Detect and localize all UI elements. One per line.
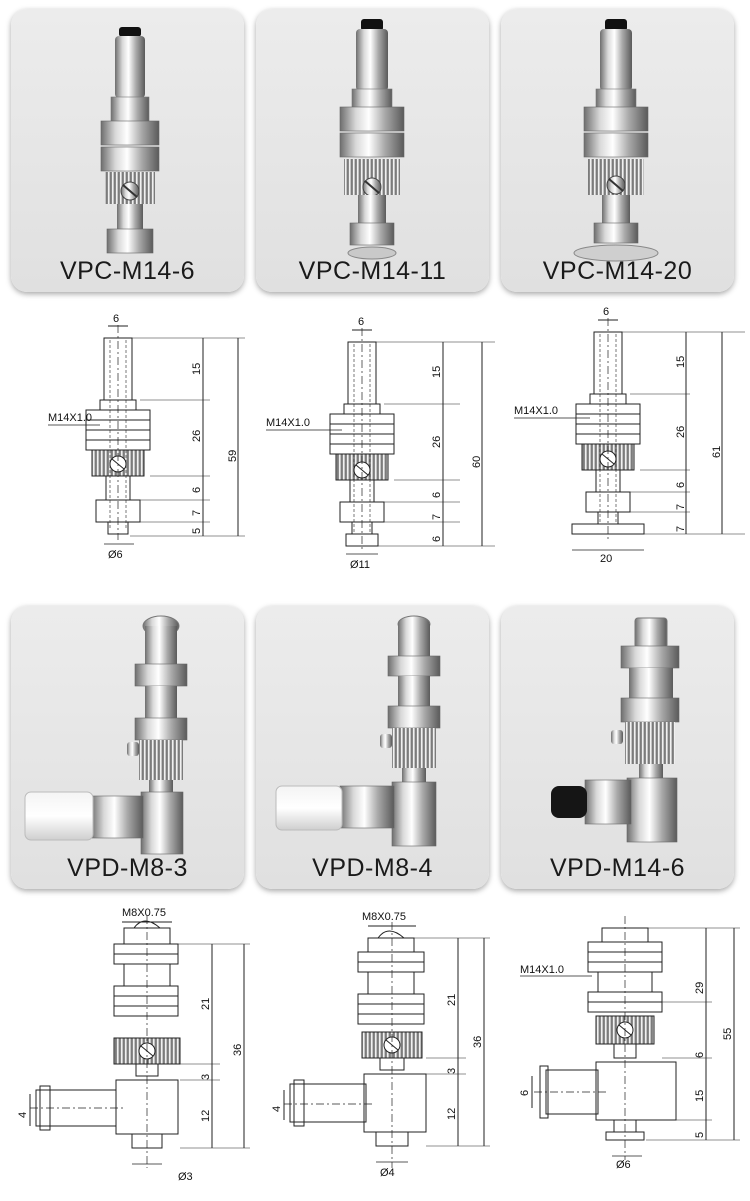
dim-3: 6 [675, 482, 687, 488]
dim-2: 26 [675, 426, 687, 438]
dim-2: 3 [200, 1074, 212, 1080]
dim-side: 6 [519, 1090, 531, 1096]
dim-1: 15 [431, 366, 443, 378]
dim-4: 7 [675, 504, 687, 510]
dim-top: 6 [113, 313, 119, 325]
dimension-drawing-vpc-m14-11: 6 M14X1.0 15 26 6 7 6 60 Ø11 [250, 300, 500, 580]
product-photo [339, 19, 405, 260]
dim-2: 3 [446, 1068, 458, 1074]
dim-bottom: Ø4 [380, 1167, 395, 1179]
thread-spec: M14X1.0 [520, 964, 564, 976]
dim-3: 12 [200, 1110, 212, 1122]
product-name: VPC-M14-6 [59, 257, 196, 285]
thread-spec: M8X0.75 [122, 907, 166, 919]
dim-5: 6 [431, 536, 443, 542]
product-card-vpc-m14-20[interactable]: VPC-M14-20 [501, 9, 734, 292]
product-card-vpd-m14-6[interactable]: VPD-M14-6 [501, 606, 734, 889]
dim-4: 7 [191, 510, 203, 516]
dim-top: 6 [358, 316, 364, 328]
dimension-drawing-vpd-m14-6: M14X1.0 6 29 6 15 5 55 Ø6 [500, 898, 750, 1196]
thread-spec: M14X1.0 [266, 417, 310, 429]
dim-3: 15 [694, 1090, 706, 1102]
dim-total: 60 [471, 456, 483, 468]
product-name: VPD-M8-3 [67, 854, 188, 882]
product-photo [100, 27, 160, 254]
dim-3: 6 [191, 487, 203, 493]
thread-spec: M14X1.0 [48, 412, 92, 424]
product-name: VPC-M14-20 [542, 257, 693, 285]
dim-3: 12 [446, 1108, 458, 1120]
dim-top: 6 [603, 306, 609, 318]
dim-bottom: Ø11 [350, 559, 370, 571]
dim-total: 55 [722, 1028, 734, 1040]
dim-total: 36 [232, 1044, 244, 1056]
product-name: VPD-M14-6 [549, 854, 686, 882]
dim-total: 36 [472, 1036, 484, 1048]
dim-3: 6 [431, 492, 443, 498]
dim-side: 4 [17, 1112, 29, 1118]
dim-1: 21 [446, 994, 458, 1006]
dim-2: 6 [694, 1052, 706, 1058]
dim-bottom: Ø6 [108, 549, 123, 561]
thread-spec: M14X1.0 [514, 405, 558, 417]
product-card-vpc-m14-11[interactable]: VPC-M14-11 [256, 9, 489, 292]
dim-5: 7 [675, 526, 687, 532]
dimension-drawing-vpd-m8-3: M8X0.75 4 21 3 12 36 Ø3 [0, 898, 250, 1196]
product-card-vpd-m8-3[interactable]: VPD-M8-3 [11, 606, 244, 889]
dim-5: 5 [191, 528, 203, 534]
dim-side: 4 [271, 1106, 283, 1112]
dim-2: 26 [191, 430, 203, 442]
product-photo [24, 615, 188, 855]
dim-1: 15 [675, 356, 687, 368]
dim-4: 7 [431, 514, 443, 520]
dim-1: 15 [191, 363, 203, 375]
dim-4: 5 [694, 1132, 706, 1138]
product-name: VPD-M8-4 [312, 854, 433, 882]
product-card-vpd-m8-4[interactable]: VPD-M8-4 [256, 606, 489, 889]
dimension-drawing-vpc-m14-6: 6 M14X1.0 15 26 6 7 5 59 Ø6 [0, 300, 250, 580]
product-photo [551, 617, 680, 843]
dim-total: 61 [711, 446, 723, 458]
dim-1: 21 [200, 998, 212, 1010]
product-photo [275, 615, 441, 847]
dim-total: 59 [227, 450, 239, 462]
thread-spec: M8X0.75 [362, 911, 406, 923]
product-photo [573, 19, 659, 262]
dim-bottom: 20 [600, 553, 612, 565]
product-name: VPC-M14-11 [298, 257, 447, 285]
dim-bottom: Ø3 [178, 1171, 193, 1183]
dimension-drawing-vpd-m8-4: M8X0.75 4 21 3 12 36 Ø4 [250, 898, 500, 1196]
dimension-drawing-vpc-m14-20: 6 M14X1.0 15 26 6 7 7 61 20 [500, 300, 750, 580]
dim-bottom: Ø6 [616, 1159, 631, 1171]
dim-1: 29 [694, 982, 706, 994]
dim-2: 26 [431, 436, 443, 448]
product-card-vpc-m14-6[interactable]: VPC-M14-6 [11, 9, 244, 292]
